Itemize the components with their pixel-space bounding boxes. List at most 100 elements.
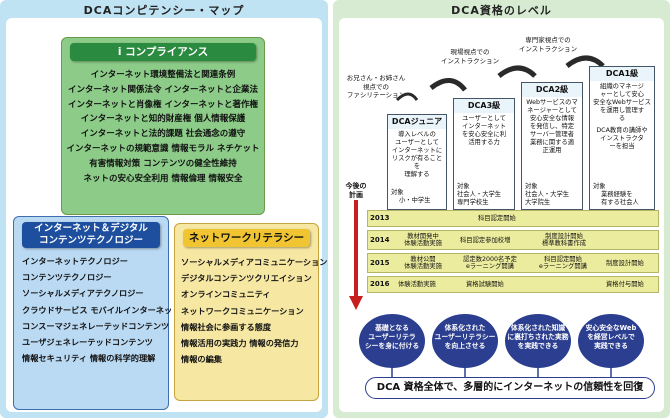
timeline-item: 資格試験開始 [466,281,504,288]
timeline-item: 科目認定開始 [478,215,516,222]
level-3-desc: ユーザーとして インターネット を安心安全に利 活用する力 [454,113,514,149]
desc-line: を安心安全に利 [461,131,507,138]
level-2-target: 対象 社会人・大学生 大学院生 [525,183,580,207]
viewpoint-line: 現場視点での [450,48,490,56]
technology-list: インターネットテクノロジー コンテンツテクノロジー ソーシャルメディアテクノロジ… [18,253,181,366]
technology-title: インターネット＆デジタル コンテンツテクノロジー [22,222,160,248]
timeline-item: 科目認定開始 eラーニング開講 [530,256,596,270]
level-2-title: DCA2級 [522,83,582,97]
arrow-to-level3 [429,78,467,92]
competency-map-area: i コンプライアンス インターネット環境整備法と関連条例 インターネット関係法令… [6,18,327,412]
plan-line: 計画 [349,191,363,199]
outcome-oval: 体系化された ユーザーリテラシー を向上させる [432,314,498,368]
desc-line: る [618,115,626,122]
viewpoint-facilitation: お兄さん・お姉さん 視点での ファシリテーション [345,74,407,100]
list-item: デジタルコンテンツクリエイション [181,273,312,284]
desc-line: ユーザーとして [462,115,506,122]
arrow-to-level2 [497,65,537,79]
target-value: 有する社会人 [601,199,639,206]
timeline-text: 標準教科書作成 [541,240,587,247]
list-item: ネットの安心安全利用 情報倫理 情報安全 [83,173,243,184]
level-3-target: 対象 社会人・大学生 専門学校生 [457,183,512,207]
timeline-arrow [349,200,363,310]
list-item: ユーザジェネレーテッドコンテンツ [22,337,153,348]
future-plan-label: 今後の 計画 [343,182,369,200]
timeline-row-2015: 2015 教材公開 体験活動実施 認定数2000名予定 eラーニング開講 科目認… [367,253,659,273]
timeline-item: 制度設計開始 [606,260,644,267]
timeline-year: 2015 [370,259,390,267]
viewpoint-line: ファシリテーション [346,91,406,99]
desc-line: サーバー管理者 [529,131,574,138]
timeline-text: eラーニング開講 [466,263,514,270]
level-3-title: DCA3級 [454,99,514,113]
competency-map-title: DCAコンピテンシー・マップ [83,4,245,17]
timeline-row-2014: 2014 教材開発中 体験活動実施 科目認定参加校増 制度設計開始 標準教科書作… [367,230,659,250]
timeline-year: 2013 [370,214,390,222]
list-item: インターネット環境整備法と関連条例 [90,70,236,80]
oval-line: 安心安全なWeb [585,324,637,332]
arrow-to-level1 [565,55,605,69]
list-item: インターネットと肖像権 インターネットと著作権 [68,99,258,110]
outcome-oval: 基礎となる ユーザーリテラ シーを身に付ける [359,314,425,368]
timeline-text: 制度設計開始 [545,233,583,240]
timeline-text: eラーニング開講 [539,263,587,270]
list-item: コンテンツテクノロジー [22,272,112,283]
desc-line: インストラクタ [600,135,644,142]
compliance-list: インターネット環境整備法と関連条例 インターネット関係法令 インターネットと企業… [66,68,260,186]
timeline-text: 教材開発中 [407,233,439,240]
compliance-box: i コンプライアンス インターネット環境整備法と関連条例 インターネット関係法令… [61,37,265,215]
desc-line: ネージャーとして [527,107,577,114]
viewpoint-expert: 専門家視点での インストラクション [513,36,583,53]
list-item: ネットワークコミュニケーション [181,305,304,316]
technology-box: インターネット＆デジタル コンテンツテクノロジー インターネットテクノロジー コ… [13,216,181,410]
desc-line: 正運用 [542,147,562,154]
oval-line: を実践できる [517,342,559,350]
oval-line: シーを身に付ける [364,342,420,350]
list-item: オンラインコミュニティ [181,289,271,300]
oval-line: を向上させる [444,342,486,350]
list-item: インターネットと法的課題 社会通念の遵守 [80,129,246,140]
target-value: 小・中学生 [399,197,431,204]
oval-line: に裏打ちされた実務 [507,333,569,341]
timeline-item: 資格付与開始 [606,281,644,288]
list-item: インターネットと知的財産権 個人情報保護 [80,114,246,125]
target-value: 社会人・大学生 [525,191,570,198]
timeline-text: 体験活動実施 [404,240,442,247]
outcome-oval: 安心安全なWeb を経営レベルで 実践できる [578,314,644,368]
level-1-target: 対象 業務経験を 有する社会人 [593,183,652,207]
timeline-text: 認定数2000名予定 [463,256,517,263]
desc-line: を発信し、特定 [529,123,575,130]
target-label: 対象 [457,183,470,190]
viewpoint-field: 現場視点での インストラクション [435,48,505,65]
literacy-box: ネットワークリテラシー ソーシャルメディアコミュニケーション デジタルコンテンツ… [174,223,327,401]
level-3: DCA3級 ユーザーとして インターネット を安心安全に利 活用する力 対象 社… [453,98,515,210]
oval-line: ユーザーリテラ [368,333,416,341]
target-label: 対象 [593,183,606,190]
list-item: 情報セキュリティ 情報の科学的理解 [22,353,156,364]
target-label: 対象 [525,183,538,190]
level-junior-target: 対象 小・中学生 [391,189,444,205]
desc-line: 導入レベルの [398,131,436,138]
list-item: インターネットテクノロジー [22,256,128,266]
level-junior: DCAジュニア 導入レベルの ユーザーとして インターネットに リスクが有ること… [387,114,447,210]
level-junior-title: DCAジュニア [388,115,446,129]
viewpoint-line: お兄さん・お姉さん [346,74,406,82]
target-value: 業務経験を [601,191,633,198]
oval-line: を経営レベルで [587,333,635,341]
timeline-year: 2014 [370,236,390,244]
list-item: クラウドサービス モバイルインターネット [22,304,181,315]
desc-line: リスクが有ることを [391,155,443,170]
list-item: 情報の編集 [181,354,222,365]
list-item: ソーシャルメディアテクノロジー [22,288,144,299]
desc-line: ユーザーとして [395,139,439,146]
desc-line: 活用する力 [468,139,500,146]
timeline-item: 体験活動実施 [398,281,436,288]
list-item: 情報社会に参画する態度 [181,321,272,332]
timeline-item: 認定数2000名予定 eラーニング開講 [458,256,522,270]
level-1: DCA1級 組織のマネージ ャーとして安心 安全なWebサービス を運用し管理す… [589,66,655,210]
compliance-title: i コンプライアンス [70,43,256,61]
desc-line: 安全なWebサービス [593,99,651,106]
desc-line: DCA教育の講師や [596,127,648,134]
levels-area: お兄さん・お姉さん 視点での ファシリテーション 現場視点での インストラクショ… [339,18,664,412]
technology-title-line2: コンテンツテクノロジー [39,235,143,246]
